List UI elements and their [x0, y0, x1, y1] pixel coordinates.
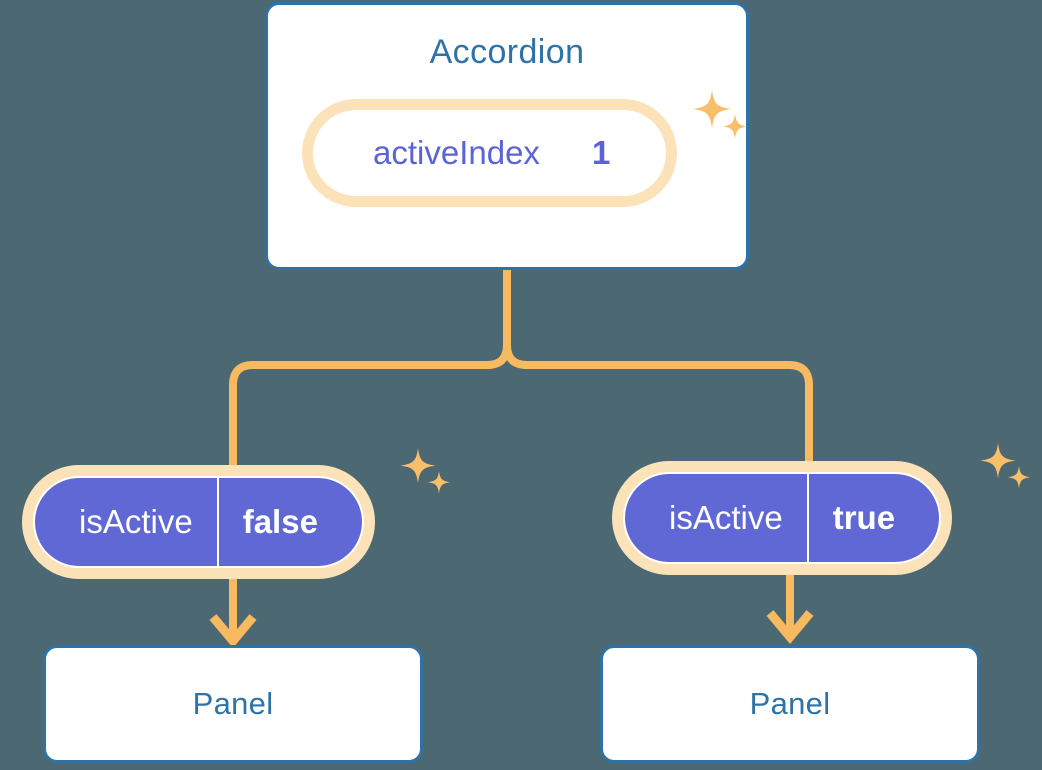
state-pill-inner: isActive true: [623, 472, 942, 564]
state-pill-inner: activeIndex 1: [313, 110, 667, 196]
state-key-label: activeIndex: [373, 134, 540, 171]
state-key-label: isActive: [669, 499, 783, 536]
arrow-head-right: [766, 610, 814, 645]
state-key-label: isActive: [79, 503, 193, 540]
connector-to-right: [503, 344, 813, 470]
left-state-pill-wrapper[interactable]: isActive false: [22, 465, 375, 579]
sparkles-icon-left: [398, 443, 456, 506]
state-value-label: false: [216, 478, 362, 566]
right-state-pill-wrapper[interactable]: isActive true: [611, 461, 953, 575]
state-pill-active-index[interactable]: activeIndex 1: [301, 99, 678, 207]
state-pill-inner: isActive false: [33, 476, 364, 568]
state-value-label: true: [806, 474, 939, 562]
sparkle-small-icon: [427, 471, 451, 494]
sparkle-large-icon: [400, 448, 436, 484]
state-value-label: 1: [591, 134, 611, 171]
panel-title: Panel: [749, 686, 831, 721]
state-pill-is-active-false[interactable]: isActive false: [22, 465, 375, 579]
page-title: Accordion: [429, 33, 585, 71]
sparkle-small-icon: [1007, 466, 1031, 489]
panel-title: Panel: [192, 686, 274, 721]
root-state-pill-wrapper[interactable]: activeIndex 1: [301, 99, 678, 207]
state-pill-is-active-true[interactable]: isActive true: [611, 461, 953, 575]
panel-card-left[interactable]: Panel: [43, 645, 423, 763]
sparkles-icon-right: [978, 438, 1036, 501]
arrow-head-left: [209, 614, 257, 649]
connector-to-left: [229, 344, 511, 470]
sparkle-large-icon: [980, 443, 1016, 479]
panel-card-right[interactable]: Panel: [600, 645, 980, 763]
